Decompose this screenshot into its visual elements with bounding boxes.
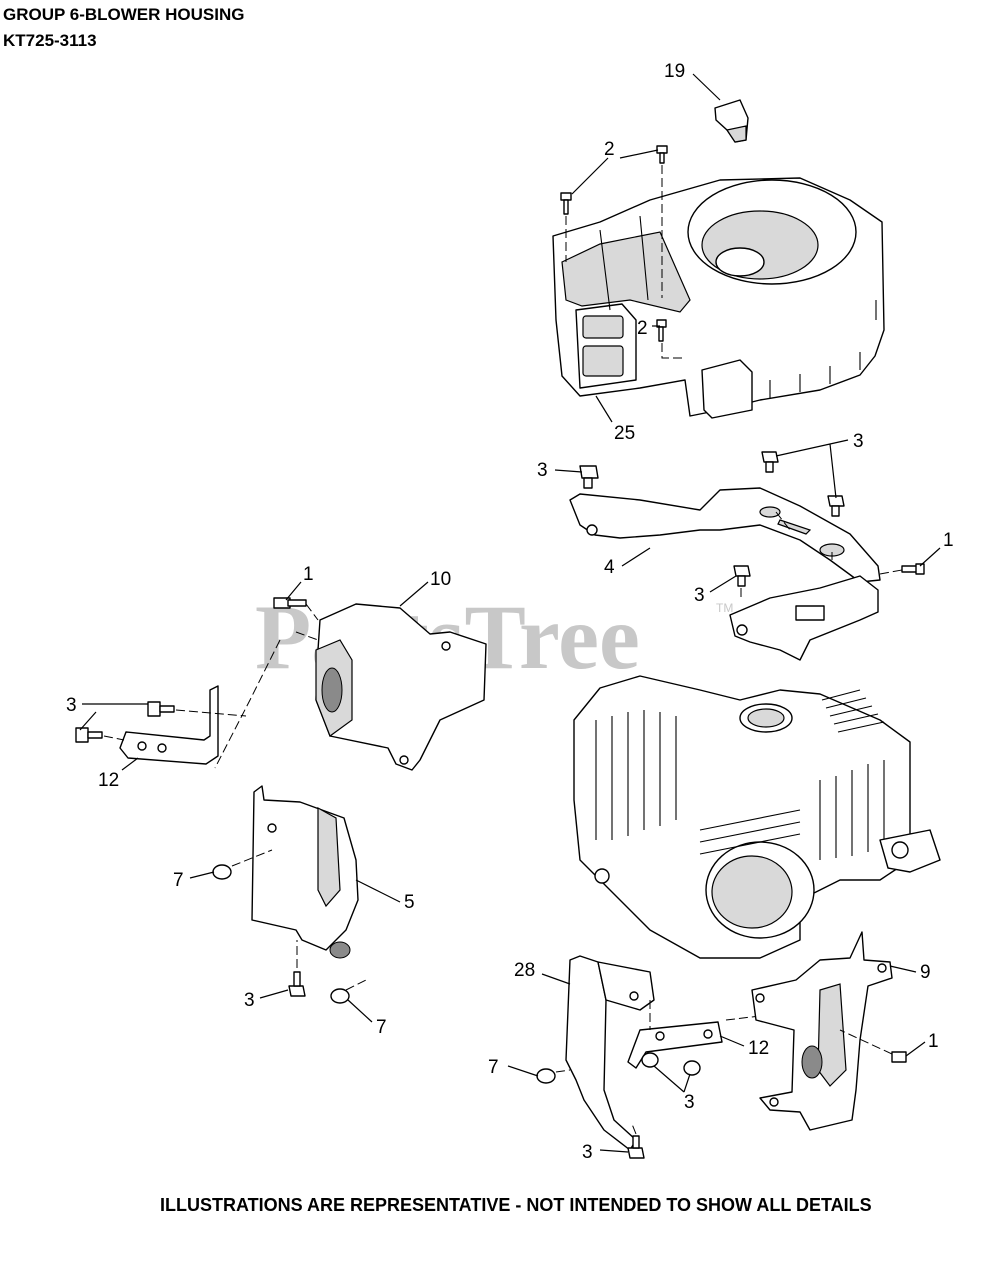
part-3-screw-a (579, 465, 599, 489)
callout-1: 1 (303, 564, 314, 585)
callout-7: 7 (173, 870, 184, 891)
part-12-bracket-left (119, 685, 219, 765)
part-9-shroud (751, 931, 893, 1131)
callout-12: 12 (748, 1038, 769, 1059)
part-3-screw-bottom (627, 1135, 645, 1159)
callout-7: 7 (488, 1057, 499, 1078)
part-3-screw-b (761, 451, 779, 473)
part-12-bracket-right (627, 1021, 723, 1069)
part-2-screw-mid (656, 319, 667, 342)
callout-3: 3 (66, 695, 77, 716)
part-1-screw-right (901, 563, 925, 575)
callout-28: 28 (514, 960, 535, 981)
leader-lines (79, 73, 941, 1153)
callout-2: 2 (604, 139, 615, 160)
model-number: KT725-3113 (3, 31, 97, 50)
callout-3: 3 (582, 1142, 593, 1163)
callout-25: 25 (614, 423, 635, 444)
disclaimer-text: ILLUSTRATIONS ARE REPRESENTATIVE - NOT I… (160, 1195, 872, 1215)
callout-7: 7 (376, 1017, 387, 1038)
part-7-nut-b (330, 988, 350, 1004)
callout-3: 3 (853, 431, 864, 452)
callout-10: 10 (430, 569, 451, 590)
callout-9: 9 (920, 962, 931, 983)
part-25-blower-housing (552, 177, 885, 419)
part-4-lower-bracket (729, 575, 879, 661)
callout-4: 4 (604, 557, 615, 578)
part-1-screw-lower-right (891, 1051, 907, 1063)
part-3-screw-lower (288, 971, 306, 997)
part-3-screws-pair (641, 1052, 701, 1076)
part-1-screw-shroud (273, 597, 307, 609)
part-7-nut-c (536, 1068, 556, 1084)
part-3-screw-d (733, 565, 751, 587)
part-3-screw-left-a (147, 701, 175, 717)
part-4-baffle (569, 487, 881, 583)
part-7-nut-a (212, 864, 232, 880)
part-5-side-shroud (251, 785, 359, 959)
callout-2: 2 (637, 318, 648, 339)
callout-3: 3 (244, 990, 255, 1011)
callout-1: 1 (943, 530, 954, 551)
watermark-trademark: TM (716, 601, 733, 615)
callout-12: 12 (98, 770, 119, 791)
part-3-screw-c (827, 495, 845, 517)
callout-3: 3 (537, 460, 548, 481)
callout-3: 3 (684, 1092, 695, 1113)
diagram-title: GROUP 6-BLOWER HOUSING (3, 5, 245, 24)
part-19-clip (714, 99, 749, 143)
part-10-shroud (315, 603, 487, 771)
callout-19: 19 (664, 61, 685, 82)
callout-1: 1 (928, 1031, 939, 1052)
callout-5: 5 (404, 892, 415, 913)
callout-3: 3 (694, 585, 705, 606)
engine-block (573, 675, 941, 959)
part-2-screw-top (656, 145, 668, 164)
part-2-screw-left (560, 192, 572, 215)
part-3-screw-left-b (75, 727, 103, 743)
